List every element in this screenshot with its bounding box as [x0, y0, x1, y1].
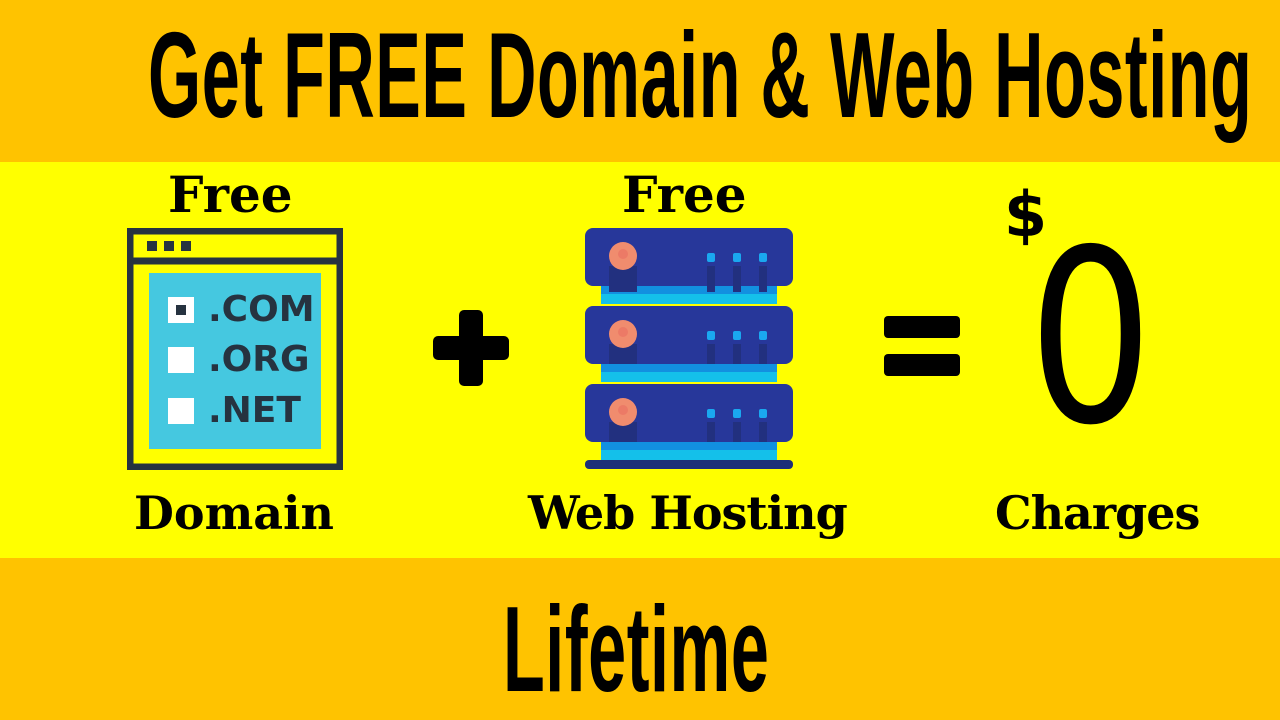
price-amount: 0 [1028, 198, 1154, 478]
hosting-free-label: Free [622, 165, 747, 224]
footer-band [0, 558, 1280, 720]
domain-label: Domain [134, 486, 334, 540]
domain-option-label: .NET [208, 390, 301, 431]
domain-option-label: .COM [208, 289, 315, 330]
checkbox-icon[interactable] [168, 398, 194, 424]
page-title: Get FREE Domain & Web Hosting [148, 7, 1253, 143]
domain-option-label: .ORG [208, 339, 310, 380]
checkbox-checked-icon[interactable] [168, 297, 194, 323]
domain-free-label: Free [168, 165, 293, 224]
header-band [0, 0, 1280, 162]
hosting-label: Web Hosting [528, 486, 848, 540]
plus-icon [433, 310, 509, 391]
domain-option-com[interactable]: .COM [168, 292, 315, 328]
domain-option-net[interactable]: .NET [168, 393, 301, 429]
equals-icon [884, 316, 960, 383]
domain-option-org[interactable]: .ORG [168, 342, 310, 378]
currency-symbol: $ [1004, 178, 1048, 251]
footer-lifetime-text: Lifetime [503, 581, 770, 717]
charges-label: Charges [995, 486, 1200, 540]
checkbox-icon[interactable] [168, 347, 194, 373]
browser-window-domain-icon [126, 227, 344, 471]
server-rack-icon [583, 226, 795, 477]
